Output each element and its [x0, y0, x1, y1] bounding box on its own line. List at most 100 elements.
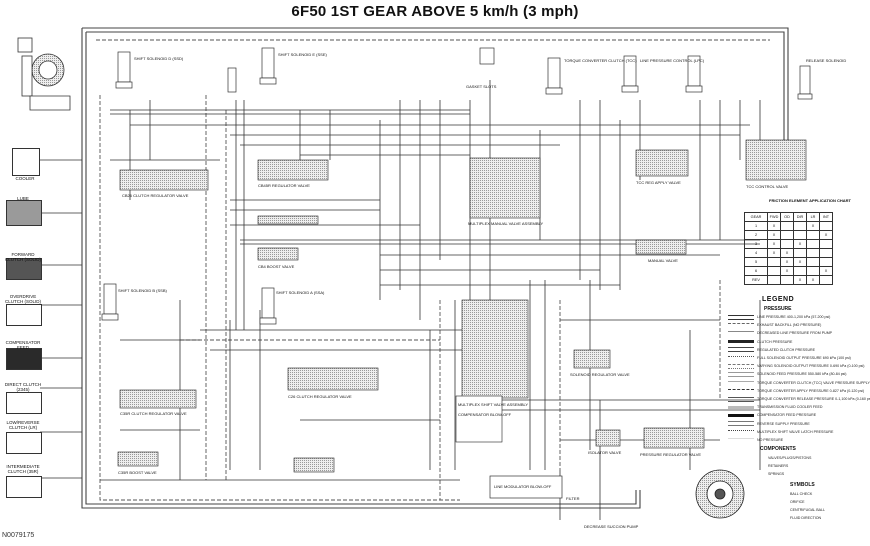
- table-cell: 1: [744, 221, 768, 231]
- legend-swatch: [728, 331, 754, 335]
- table-header: DIR: [793, 212, 807, 222]
- legend-row: CLUTCH PRESSURE: [728, 339, 792, 346]
- legend-label: TORQUE CONVERTER CLUTCH (TCC) VALVE PRES…: [757, 380, 870, 385]
- table-cell: X: [780, 257, 794, 267]
- legend-swatch: [728, 438, 754, 442]
- legend-label: TORQUE CONVERTER APPLY PRESSURE 0-827 kP…: [757, 388, 865, 393]
- side-box-overdrive-clutch: [6, 304, 42, 326]
- table-header: GEAR: [744, 212, 768, 222]
- table-cell: [793, 221, 807, 231]
- valve-label: SOLENOID REGULATOR VALVE: [570, 372, 630, 377]
- legend-swatch: [728, 396, 754, 402]
- solenoid-label: LINE PRESSURE CONTROL (LPC): [640, 58, 705, 63]
- main-line-loop: [81, 27, 789, 509]
- pump-assembly-icon: [17, 37, 71, 111]
- valve-label: PRESSURE REGULATOR VALVE: [640, 452, 701, 457]
- legend-title: LEGEND: [762, 296, 795, 303]
- legend-label: SOLENOID FEED PRESSURE 550-580 kPa (80-8…: [757, 372, 847, 377]
- line-modulator-box: [489, 475, 563, 499]
- legend-row: TRANSMISSION FLUID COOLER FEED: [728, 404, 823, 411]
- exhaust-lines: [96, 39, 770, 501]
- table-cell: REV: [744, 275, 768, 285]
- table-cell: [793, 230, 807, 240]
- legend-row: VARYING SOLENOID OUTPUT PRESSURE 0-690 k…: [728, 363, 864, 370]
- legend-row: EXHAUST BACKFILL (NO PRESSURE): [728, 322, 821, 329]
- table-cell: X: [780, 248, 794, 258]
- table-cell: [806, 266, 820, 276]
- legend-swatch: [728, 314, 754, 320]
- table-cell: [793, 266, 807, 276]
- symbol-item: CENTRIFUGAL BALL: [790, 508, 826, 512]
- legend-row: DECREASED LINE PRESSURE FROM PUMP: [728, 330, 832, 337]
- legend-swatch: [728, 363, 754, 369]
- component-item: VALVES/PLUGS/PISTONS: [768, 456, 812, 460]
- legend-label: DECREASED LINE PRESSURE FROM PUMP: [757, 331, 833, 336]
- solenoid-label: RELEASE SOLENOID: [806, 58, 846, 63]
- side-label: LUBE: [17, 196, 29, 201]
- legend-label: FULL SOLENOID OUTPUT PRESSURE 690 kPa (1…: [757, 356, 851, 360]
- side-box-direct-clutch: [6, 392, 42, 414]
- valve-bodies: [117, 139, 807, 473]
- table-cell: X: [793, 239, 807, 249]
- valve-label: C26 CLUTCH REGULATOR VALVE: [288, 394, 352, 399]
- symbols-title: SYMBOLS: [790, 482, 815, 488]
- valve-label: CB4 BOOST VALVE: [258, 264, 295, 269]
- side-box-lube: [6, 200, 42, 226]
- valve-label: CB45R REGULATOR VALVE: [258, 183, 310, 188]
- misc-labels: GASKET SLOTS DECREASE SUCCION PUMP FILTE…: [466, 84, 639, 529]
- legend-label: TRANSMISSION FLUID COOLER FEED: [757, 405, 823, 410]
- table-header: INT: [819, 212, 833, 222]
- table-cell: X: [767, 248, 781, 258]
- valve-label: CB26 CLUTCH REGULATOR VALVE: [122, 193, 189, 198]
- legend-row: MULTIPLEX SHIFT VALVE LATCH PRESSURE: [728, 429, 833, 436]
- legend-label: EXHAUST BACKFILL (NO PRESSURE): [757, 323, 822, 328]
- valve-labels: CB26 CLUTCH REGULATOR VALVE CB45R REGULA…: [118, 180, 788, 489]
- table-cell: [793, 248, 807, 258]
- legend-swatch: [728, 371, 754, 377]
- table-cell: X: [780, 266, 794, 276]
- valve-label: C35R BOOST VALVE: [118, 470, 157, 475]
- table-cell: [819, 275, 833, 285]
- table-cell: [819, 239, 833, 249]
- table-cell: [780, 230, 794, 240]
- legend-row: TORQUE CONVERTER APPLY PRESSURE 0-827 kP…: [728, 388, 864, 395]
- table-cell: [780, 275, 794, 285]
- table-cell: [767, 275, 781, 285]
- legend-swatch: [728, 380, 754, 385]
- table-cell: 4: [744, 248, 768, 258]
- side-label: FORWARD CLUTCH (SOLID): [4, 252, 41, 262]
- table-cell: 5: [744, 257, 768, 267]
- legend-row: NO PRESSURE: [728, 437, 783, 444]
- legend-label: LINE PRESSURE 400-1,200 kPa (57-200 psi): [757, 315, 831, 319]
- legend-row: TORQUE CONVERTER CLUTCH (TCC) VALVE PRES…: [728, 380, 870, 387]
- table-cell: X: [793, 275, 807, 285]
- legend-label: CLUTCH PRESSURE: [757, 339, 793, 344]
- side-label: OVERDRIVE CLUTCH (SOLID): [4, 294, 41, 304]
- legend-label: NO PRESSURE: [757, 438, 784, 442]
- solenoid-label: SHIFT SOLENOID E (SSE): [278, 52, 327, 57]
- components-title: COMPONENTS: [760, 446, 796, 452]
- apply-chart-title: FRICTION ELEMENT APPLICATION CHART: [769, 198, 851, 203]
- table-header: FWD: [767, 212, 781, 222]
- valve-label: MULTIPLEX SHIFT VALVE ASSEMBLY: [458, 402, 528, 407]
- legend-swatch: [728, 405, 754, 409]
- valve-label: TCC REG APPLY VALVE: [636, 180, 681, 185]
- table-cell: X: [819, 266, 833, 276]
- table-cell: 3: [744, 239, 768, 249]
- table-cell: [806, 257, 820, 267]
- gasket-slots-label: GASKET SLOTS: [466, 84, 497, 89]
- side-label: COMPENSATOR FEED: [5, 340, 41, 350]
- side-box-lowreverse-clutch: [6, 432, 42, 454]
- symbol-item: ORIFICE: [790, 500, 805, 504]
- table-header: LR: [806, 212, 820, 222]
- valve-label: MANUAL VALVE: [648, 258, 678, 263]
- legend-swatch: [728, 356, 754, 360]
- legend-label: REVERSE SUPPLY PRESSURE: [757, 421, 810, 426]
- table-cell: [780, 221, 794, 231]
